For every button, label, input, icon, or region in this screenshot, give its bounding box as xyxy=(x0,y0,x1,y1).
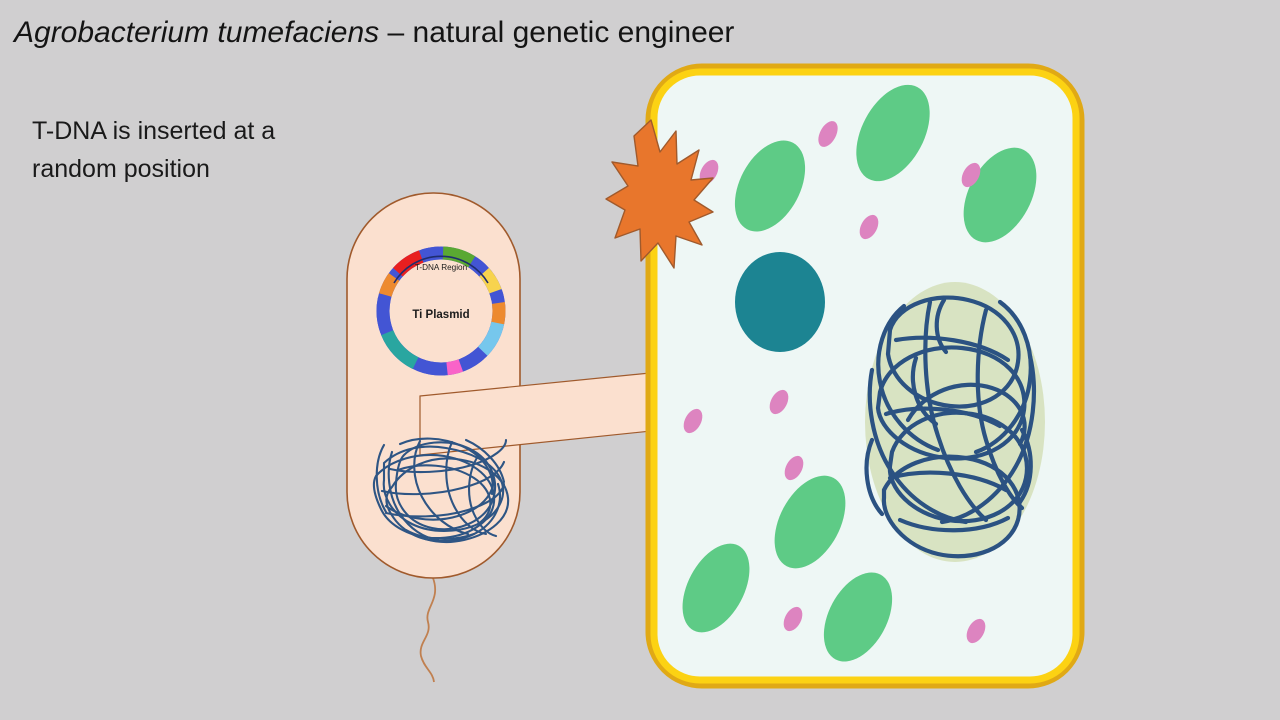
plasmid-segment-t-dna-gene-green xyxy=(442,246,476,268)
plasmid-segment-gene-pink xyxy=(446,359,464,376)
caption-line-1: T-DNA is inserted at a xyxy=(32,117,276,145)
infection-burst xyxy=(605,119,714,269)
plant-cell-group xyxy=(645,63,1085,689)
t-dna-region-arc xyxy=(393,255,489,284)
mitochondrion xyxy=(961,162,981,188)
chloroplast-group xyxy=(682,84,1037,662)
title-subtitle-phrase: – natural genetic engineer xyxy=(379,16,735,49)
plasmid-segment-t-dna-gene-yellow xyxy=(479,267,502,294)
mitochondrion xyxy=(966,618,986,644)
mitochondrion xyxy=(818,121,838,147)
chloroplast xyxy=(682,543,750,633)
plasmid-segment-gene-lightblue xyxy=(477,321,505,356)
plasmid-segment-group xyxy=(376,246,506,376)
chloroplast xyxy=(774,475,846,569)
burst-star-shape xyxy=(605,119,714,269)
flagellum xyxy=(419,577,436,683)
chromatin xyxy=(864,295,1036,559)
plasmid-segment-t-dna-gene-orange-left xyxy=(378,273,400,298)
ti-plasmid: T-DNA Region Ti Plasmid xyxy=(376,246,506,376)
plasmid-segment-t-dna-gene-red xyxy=(393,250,424,277)
mitochondrion xyxy=(783,606,803,632)
mitochondrion xyxy=(769,389,789,415)
caption-block: T-DNA is inserted at a random position xyxy=(32,112,362,188)
plasmid-segment-t-dna-gene-blue-3 xyxy=(489,290,505,301)
t-dna-region-label: T-DNA Region xyxy=(415,263,468,272)
page-title: Agrobacterium tumefaciens – natural gene… xyxy=(14,16,734,50)
chloroplast xyxy=(823,572,893,662)
plasmid-segment-gene-blue-4 xyxy=(460,349,485,371)
chloroplast xyxy=(856,84,930,182)
cytoplasm-contents xyxy=(682,84,1045,662)
bacterial-nucleoid xyxy=(372,437,510,544)
ti-plasmid-label: Ti Plasmid xyxy=(412,309,469,321)
vacuole xyxy=(735,252,825,352)
title-species-name: Agrobacterium tumefaciens xyxy=(14,16,380,49)
mitochondria-group xyxy=(683,121,986,644)
caption-line-2: random position xyxy=(32,155,210,183)
chloroplast xyxy=(734,140,806,232)
mitochondrion xyxy=(683,408,703,434)
chloroplast xyxy=(963,147,1037,243)
mitochondrion xyxy=(859,214,879,240)
plasmid-segment-t-dna-gene-blue-2 xyxy=(469,257,486,275)
plasmid-segment-gene-blue-6 xyxy=(376,297,393,334)
plasmid-segment-gene-teal xyxy=(381,330,419,369)
mitochondrion xyxy=(784,455,804,481)
plasmid-segment-t-dna-gene-blue-1 xyxy=(421,246,440,263)
plasmid-segment-gene-blue-5 xyxy=(416,358,446,376)
